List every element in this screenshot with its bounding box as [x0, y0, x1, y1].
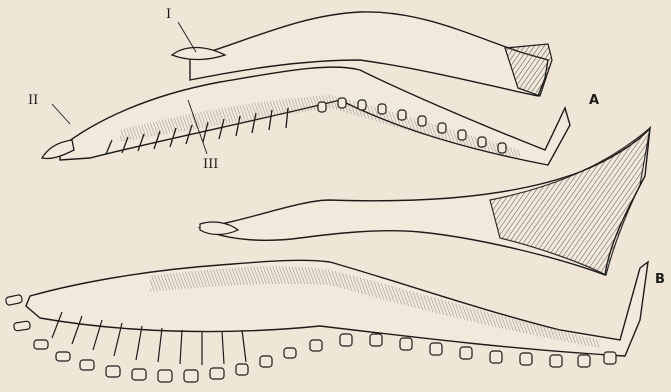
tooth-b-5 [80, 360, 94, 370]
tooth-b-10 [210, 368, 224, 379]
tooth-a-10 [498, 143, 506, 153]
tooth-a-2 [338, 98, 346, 108]
figure-a [42, 12, 570, 165]
tooth-b-18 [430, 343, 442, 355]
tooth-b-12 [260, 356, 272, 367]
tooth-a-5 [398, 110, 406, 120]
leader-one [178, 22, 196, 52]
tooth-b-13 [284, 348, 296, 358]
tooth-a-8 [458, 130, 466, 140]
rib-b-7 [180, 330, 182, 364]
tooth-b-11 [236, 364, 248, 375]
tooth-a-6 [418, 116, 426, 126]
tooth-a-4 [378, 104, 386, 114]
label-two: II [28, 94, 38, 107]
tooth-b-20 [490, 351, 502, 363]
rib-b-5 [136, 326, 142, 360]
tooth-b-7 [132, 369, 146, 380]
tooth-a-7 [438, 123, 446, 133]
rib-b-6 [158, 328, 162, 362]
tooth-b-15 [340, 334, 352, 346]
tooth-b-21 [520, 353, 532, 365]
leader-two [52, 104, 70, 124]
label-three: III [203, 158, 218, 171]
tooth-b-17 [400, 338, 412, 350]
tooth-a-1 [318, 102, 326, 112]
tooth-b-14 [310, 340, 322, 351]
tooth-a-9 [478, 137, 486, 147]
tooth-b-19 [460, 347, 472, 359]
label-figure-b: B [655, 273, 665, 286]
tooth-b-2 [14, 321, 31, 331]
tooth-b-1 [5, 294, 22, 305]
tooth-b-22 [550, 355, 562, 367]
tooth-a-3 [358, 100, 366, 110]
tooth-b-6 [106, 366, 120, 377]
rib-b-9 [222, 331, 224, 364]
tooth-b-3 [34, 340, 48, 349]
tooth-b-8 [158, 370, 172, 382]
label-one: I [166, 8, 171, 21]
rib-b-10 [242, 330, 246, 362]
tooth-b-16 [370, 334, 382, 346]
tooth-b-23 [578, 355, 590, 367]
tooth-b-9 [184, 370, 198, 382]
tooth-b-4 [56, 352, 70, 361]
tooth-b-24 [604, 352, 616, 364]
figure-b [5, 128, 650, 382]
label-figure-a: A [589, 94, 599, 107]
